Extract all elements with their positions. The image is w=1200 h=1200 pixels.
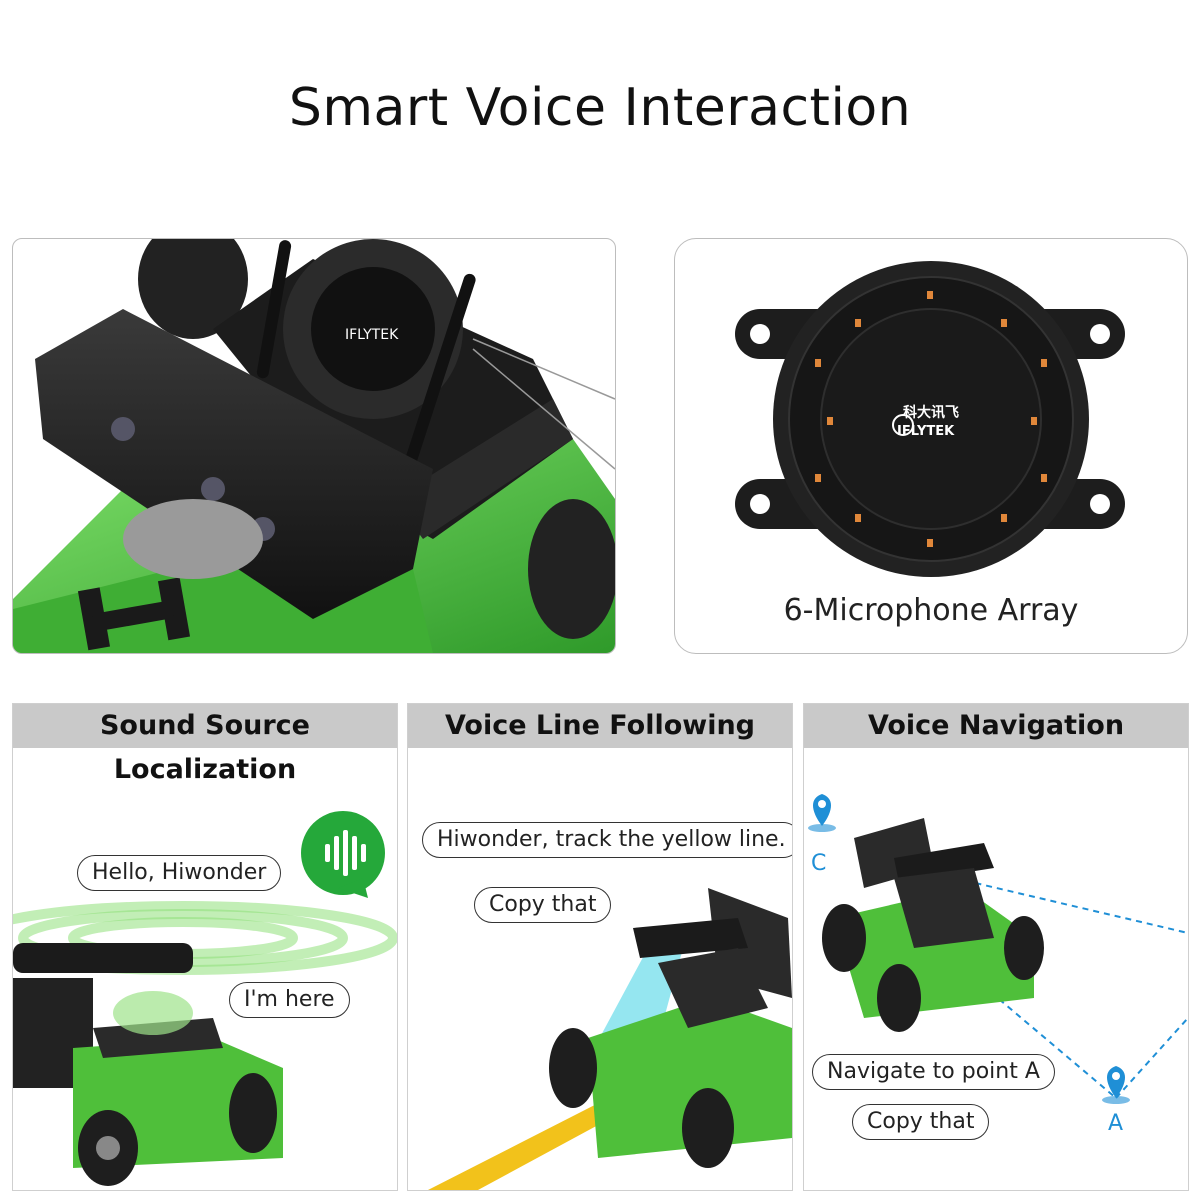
page-title: Smart Voice Interaction bbox=[288, 78, 912, 138]
panel-voice-navigation: Voice Navigation C A Navigate t bbox=[803, 703, 1189, 1191]
panel-sound-source-localization: Sound Source Localization bbox=[12, 703, 398, 1191]
speech-bubble-reply: Copy that bbox=[852, 1104, 990, 1140]
speech-bubble-command: Navigate to point A bbox=[812, 1054, 1055, 1090]
location-pin-icon bbox=[1102, 1066, 1130, 1104]
mic-array-caption: 6-Microphone Array bbox=[783, 593, 1079, 628]
line-following-illustration bbox=[428, 888, 792, 1190]
panel-heading: Voice Navigation bbox=[804, 704, 1188, 748]
point-label-a: A bbox=[1108, 1111, 1123, 1136]
microphone-array-image: 科大讯飞 IFLYTEK 6-Microphone Array bbox=[674, 238, 1188, 654]
speech-bubble-hello: Hello, Hiwonder bbox=[77, 855, 282, 891]
speech-bubble-reply: I'm here bbox=[229, 982, 350, 1018]
microphone-array-illustration: 科大讯飞 IFLYTEK bbox=[735, 261, 1125, 577]
navigation-illustration: C A bbox=[808, 794, 1188, 1136]
panel-voice-line-following: Voice Line Following Hiwonder, track the… bbox=[407, 703, 793, 1191]
sound-localization-illustration bbox=[13, 811, 397, 1186]
iflytek-logo-icon bbox=[892, 414, 914, 436]
speech-bubble-reply: Copy that bbox=[474, 887, 612, 923]
mic-logo-cn: 科大讯飞 bbox=[903, 404, 959, 421]
robot-closeup-image: IFLYTEK bbox=[12, 238, 616, 654]
mic-logo-en: IFLYTEK bbox=[897, 424, 955, 439]
panel-heading: Voice Line Following bbox=[408, 704, 792, 748]
robot-logo-text: IFLYTEK bbox=[345, 327, 399, 343]
panel-heading: Sound Source Localization bbox=[13, 704, 397, 785]
voice-wave-icon bbox=[301, 811, 385, 898]
point-label-c: C bbox=[811, 851, 826, 876]
speech-bubble-command: Hiwonder, track the yellow line. bbox=[422, 822, 792, 858]
robot-closeup-illustration: IFLYTEK bbox=[13, 239, 615, 653]
location-pin-icon bbox=[808, 794, 836, 832]
